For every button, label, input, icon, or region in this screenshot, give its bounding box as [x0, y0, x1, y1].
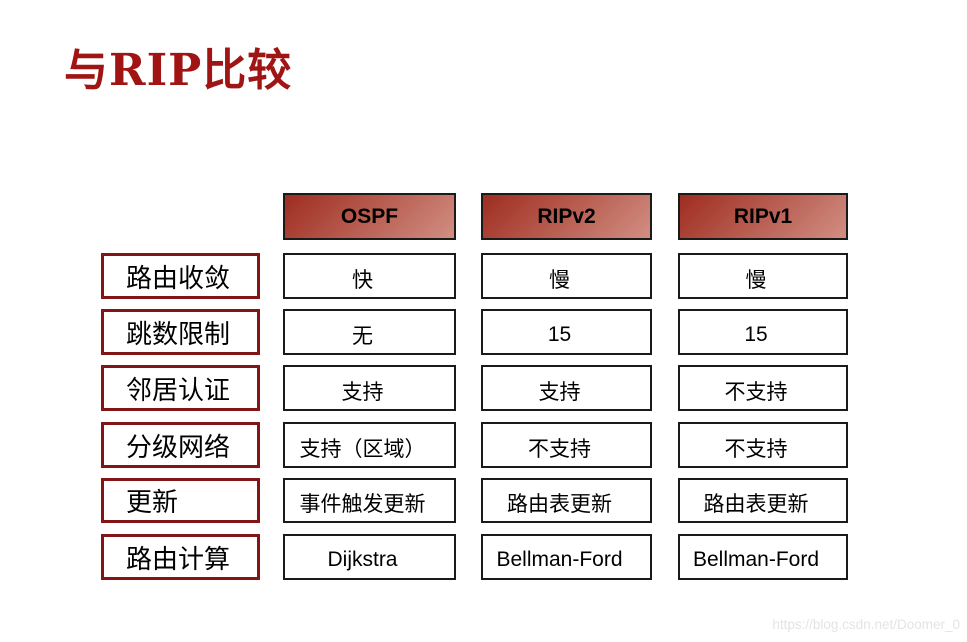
cell-convergence-ripv1: 慢	[678, 253, 848, 299]
cell-route-calc-ripv2: Bellman-Ford	[481, 534, 652, 580]
cell-neighbor-auth-ospf: 支持	[283, 365, 456, 411]
cell-update-ospf: 事件触发更新	[283, 478, 456, 523]
watermark-url: https://blog.csdn.net/Doomer_0	[772, 617, 960, 632]
cell-neighbor-auth-ripv1: 不支持	[678, 365, 848, 411]
row-label-neighbor-auth: 邻居认证	[101, 365, 260, 411]
cell-convergence-ripv2: 慢	[481, 253, 652, 299]
cell-neighbor-auth-ripv2: 支持	[481, 365, 652, 411]
cell-hop-limit-ripv2: 15	[481, 309, 652, 355]
row-label-hop-limit: 跳数限制	[101, 309, 260, 355]
cell-update-ripv1: 路由表更新	[678, 478, 848, 523]
cell-convergence-ospf: 快	[283, 253, 456, 299]
cell-update-ripv2: 路由表更新	[481, 478, 652, 523]
cell-hierarchical-ripv1: 不支持	[678, 422, 848, 468]
cell-hop-limit-ospf: 无	[283, 309, 456, 355]
cell-route-calc-ospf: Dijkstra	[283, 534, 456, 580]
cell-hop-limit-ripv1: 15	[678, 309, 848, 355]
cell-hierarchical-ripv2: 不支持	[481, 422, 652, 468]
row-label-route-calculation: 路由计算	[101, 534, 260, 580]
page-title: 与RIP比较	[64, 45, 293, 96]
cell-hierarchical-ospf: 支持（区域）	[283, 422, 456, 468]
row-label-hierarchical-network: 分级网络	[101, 422, 260, 468]
row-label-route-convergence: 路由收敛	[101, 253, 260, 299]
column-header-ripv2: RIPv2	[481, 193, 652, 240]
column-header-ospf: OSPF	[283, 193, 456, 240]
cell-route-calc-ripv1: Bellman-Ford	[678, 534, 848, 580]
row-label-update: 更新	[101, 478, 260, 523]
column-header-ripv1: RIPv1	[678, 193, 848, 240]
